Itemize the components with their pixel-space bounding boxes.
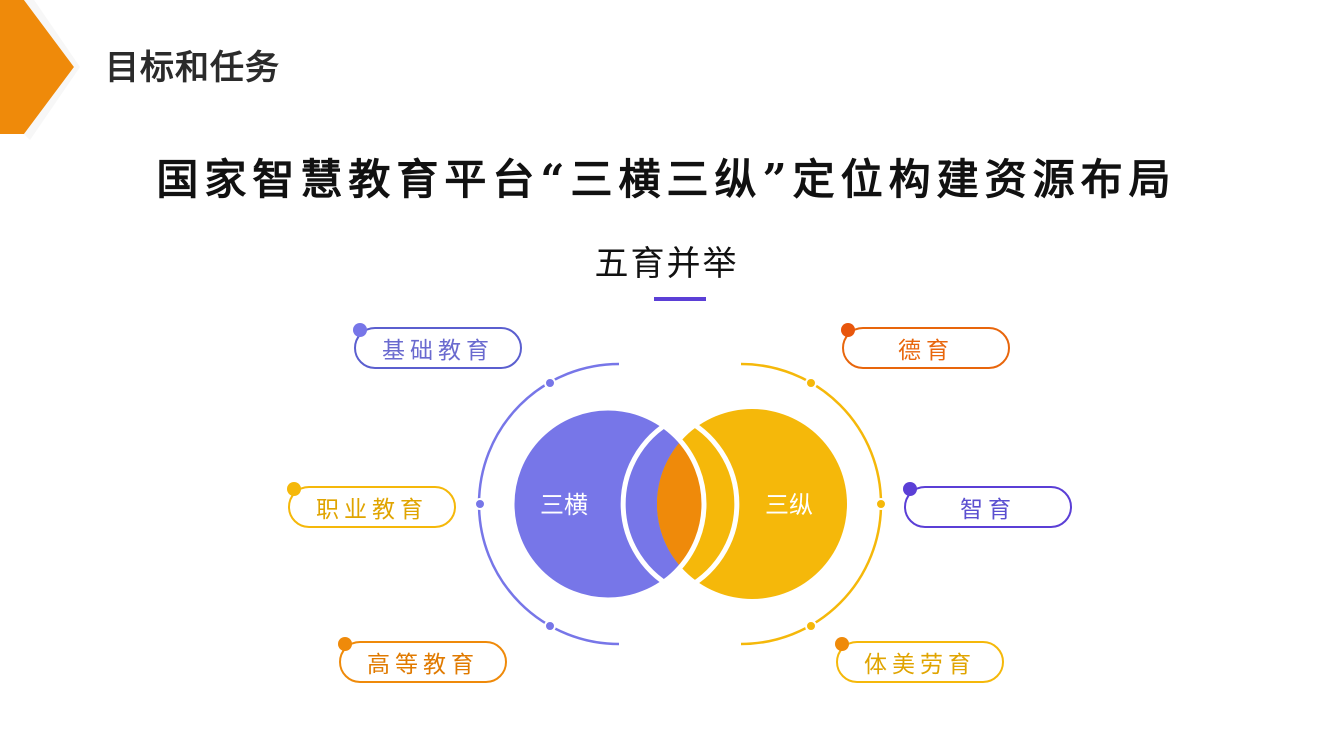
- tag-dot: [835, 637, 849, 651]
- tag-dot: [353, 323, 367, 337]
- tag-dot: [338, 637, 352, 651]
- right-arc-dot-top: [805, 377, 817, 389]
- venn-right-circle: [657, 409, 847, 599]
- tag-moral-education: 德育: [841, 323, 1010, 369]
- subtitle: 五育并举: [594, 244, 739, 284]
- right-arc-dot-middle: [875, 498, 887, 510]
- tag-physical-aesthetic-labor: 体美劳育: [835, 637, 1004, 683]
- left-arc-dot-middle: [474, 498, 486, 510]
- tag-dot: [287, 482, 301, 496]
- venn-left-circle: [513, 409, 703, 599]
- tag-intellectual-education: 智育: [903, 482, 1072, 528]
- tag-dot: [903, 482, 917, 496]
- left-arc-dot-top: [544, 377, 556, 389]
- section-title: 目标和任务: [105, 48, 280, 88]
- subtitle-underline: [654, 297, 706, 301]
- venn-left-label: 三横: [540, 491, 588, 519]
- tag-higher-education: 高等教育: [338, 637, 507, 683]
- tag-label: 智育: [960, 497, 1016, 523]
- tag-label: 基础教育: [382, 338, 494, 364]
- tag-basic-education: 基础教育: [353, 323, 522, 369]
- tag-label: 高等教育: [367, 652, 479, 678]
- venn-right-label: 三纵: [765, 491, 813, 519]
- tag-label: 德育: [898, 338, 954, 364]
- venn-overlap-outline: [620, 414, 740, 594]
- tag-vocational-education: 职业教育: [287, 482, 456, 528]
- main-title: 国家智慧教育平台“三横三纵”定位构建资源布局: [156, 155, 1177, 204]
- tag-dot: [841, 323, 855, 337]
- right-arc-dot-bottom: [805, 620, 817, 632]
- tag-label: 职业教育: [316, 497, 428, 523]
- tag-label: 体美劳育: [864, 652, 976, 678]
- corner-arrow-decoration: [0, 0, 80, 140]
- left-arc-dot-bottom: [544, 620, 556, 632]
